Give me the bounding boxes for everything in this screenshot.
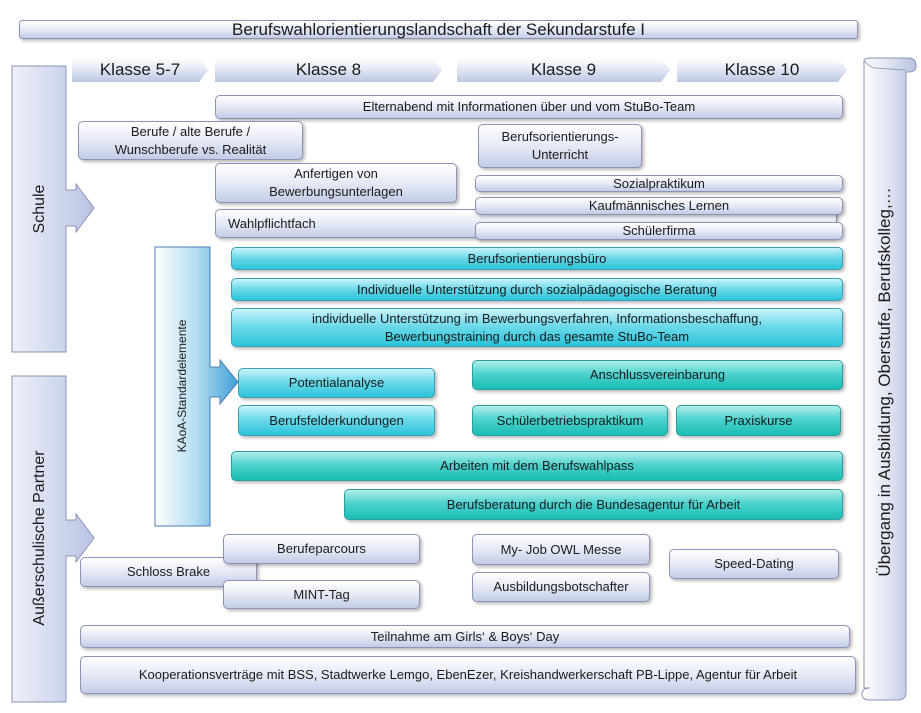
box-kaufmaennisches-lernen: Kaufmännisches Lernen	[475, 197, 843, 215]
box-anschlussvereinbarung: Anschlussvereinbarung	[472, 360, 843, 390]
school-arrow	[11, 65, 95, 353]
box-sozialpraktikum: Sozialpraktikum	[475, 175, 843, 192]
box-bo-unterricht: Berufsorientierungs- Unterricht	[478, 124, 642, 168]
box-mint-tag: MINT-Tag	[223, 580, 420, 609]
partners-arrow	[11, 375, 95, 703]
box-berufsfelderkundungen: Berufsfelderkundungen	[238, 405, 435, 436]
box-girls-boys-day: Teilnahme am Girls‘ & Boys‘ Day	[80, 625, 850, 648]
box-stubo-team: individuelle Unterstützung im Bewerbungs…	[231, 308, 843, 347]
box-myjob-owl-messe: My- Job OWL Messe	[472, 534, 650, 565]
box-potentialanalyse: Potentialanalyse	[238, 368, 435, 398]
box-berufsberatung: Berufsberatung durch die Bundesagentur f…	[344, 489, 843, 520]
box-speed-dating: Speed-Dating	[669, 549, 839, 579]
box-elternabend: Elternabend mit Informationen über und v…	[215, 95, 843, 119]
grade-header-5-7: Klasse 5-7	[72, 58, 208, 82]
box-bewerbungsunterlagen: Anfertigen von Bewerbungsunterlagen	[215, 163, 457, 203]
partners-label: Außerschulische Partner	[31, 450, 48, 626]
transition-scroll	[861, 57, 917, 701]
grade-header-9: Klasse 9	[457, 58, 670, 82]
school-label: Schule	[31, 184, 48, 234]
box-ausbildungsbotschafter: Ausbildungsbotschafter	[472, 572, 650, 602]
grade-header-10: Klasse 10	[677, 58, 847, 82]
transition-label: Übergang in Ausbildung, Oberstufe, Beruf…	[875, 187, 894, 577]
box-berufe: Berufe / alte Berufe / Wunschberufe vs. …	[78, 121, 303, 160]
page-title: Berufswahlorientierungslandschaft der Se…	[19, 20, 858, 39]
box-berufeparcours: Berufeparcours	[223, 534, 420, 564]
box-sozialpaed-beratung: Individuelle Unterstützung durch sozialp…	[231, 278, 843, 301]
kaoa-label: KAoA-Standardelemente	[175, 319, 189, 453]
box-schuelerbetriebspraktikum: Schülerbetriebspraktikum	[472, 405, 668, 436]
box-kooperationsvertraege: Kooperationsverträge mit BSS, Stadtwerke…	[80, 656, 856, 694]
box-praxiskurse: Praxiskurse	[676, 405, 841, 436]
grade-header-8: Klasse 8	[215, 58, 442, 82]
kaoa-arrow	[154, 246, 239, 527]
box-schuelerfirma: Schülerfirma	[475, 222, 843, 240]
box-bo-buero: Berufsorientierungsbüro	[231, 247, 843, 270]
box-berufswahlpass: Arbeiten mit dem Berufswahlpass	[231, 451, 843, 481]
